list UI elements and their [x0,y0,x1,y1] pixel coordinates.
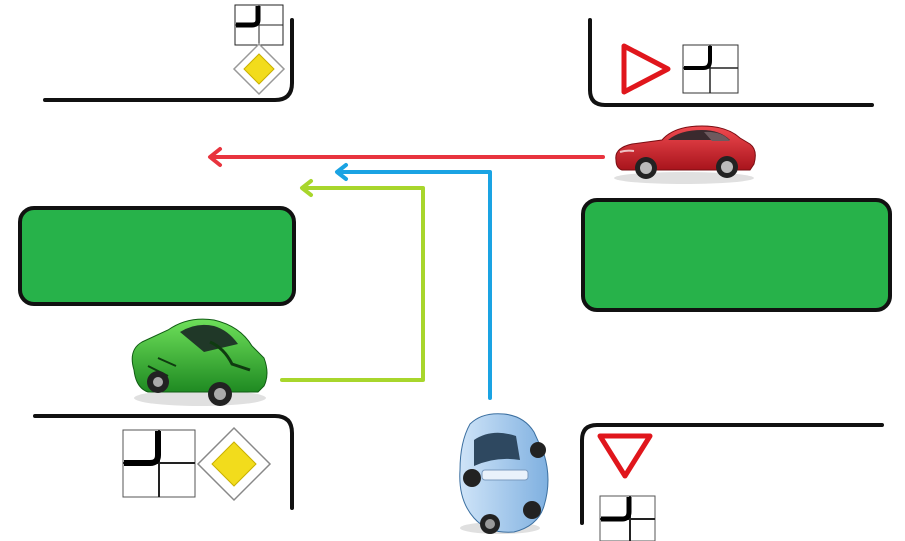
sign-group-top-right [621,43,739,95]
main-road-direction-plate [599,495,656,541]
curb-bottom-right [580,423,884,525]
road-curbs [33,18,884,525]
main-road-direction-plate [234,4,284,46]
island-right [581,198,892,312]
blue-path-arrowhead [335,163,348,181]
sign-group-top-left [232,4,286,96]
red-path-arrowhead [208,147,222,167]
green-car-path [280,186,425,382]
give-way-sign [621,43,671,95]
main-road-sign [196,426,272,502]
island-left [18,206,296,306]
blue-car [459,413,549,534]
sign-group-bottom-right [597,433,656,541]
green-car [131,318,268,406]
main-road-direction-plate [682,44,739,94]
green-path-arrowhead [300,179,313,197]
blue-car-path [338,170,492,400]
sign-group-bottom-left [122,426,272,502]
curb-bottom-left [33,414,294,510]
main-road-sign [232,42,286,96]
main-road-direction-plate [122,429,196,498]
curb-top-left [43,18,294,102]
red-car [614,125,756,184]
curb-top-right [588,18,874,107]
give-way-sign [597,433,653,479]
